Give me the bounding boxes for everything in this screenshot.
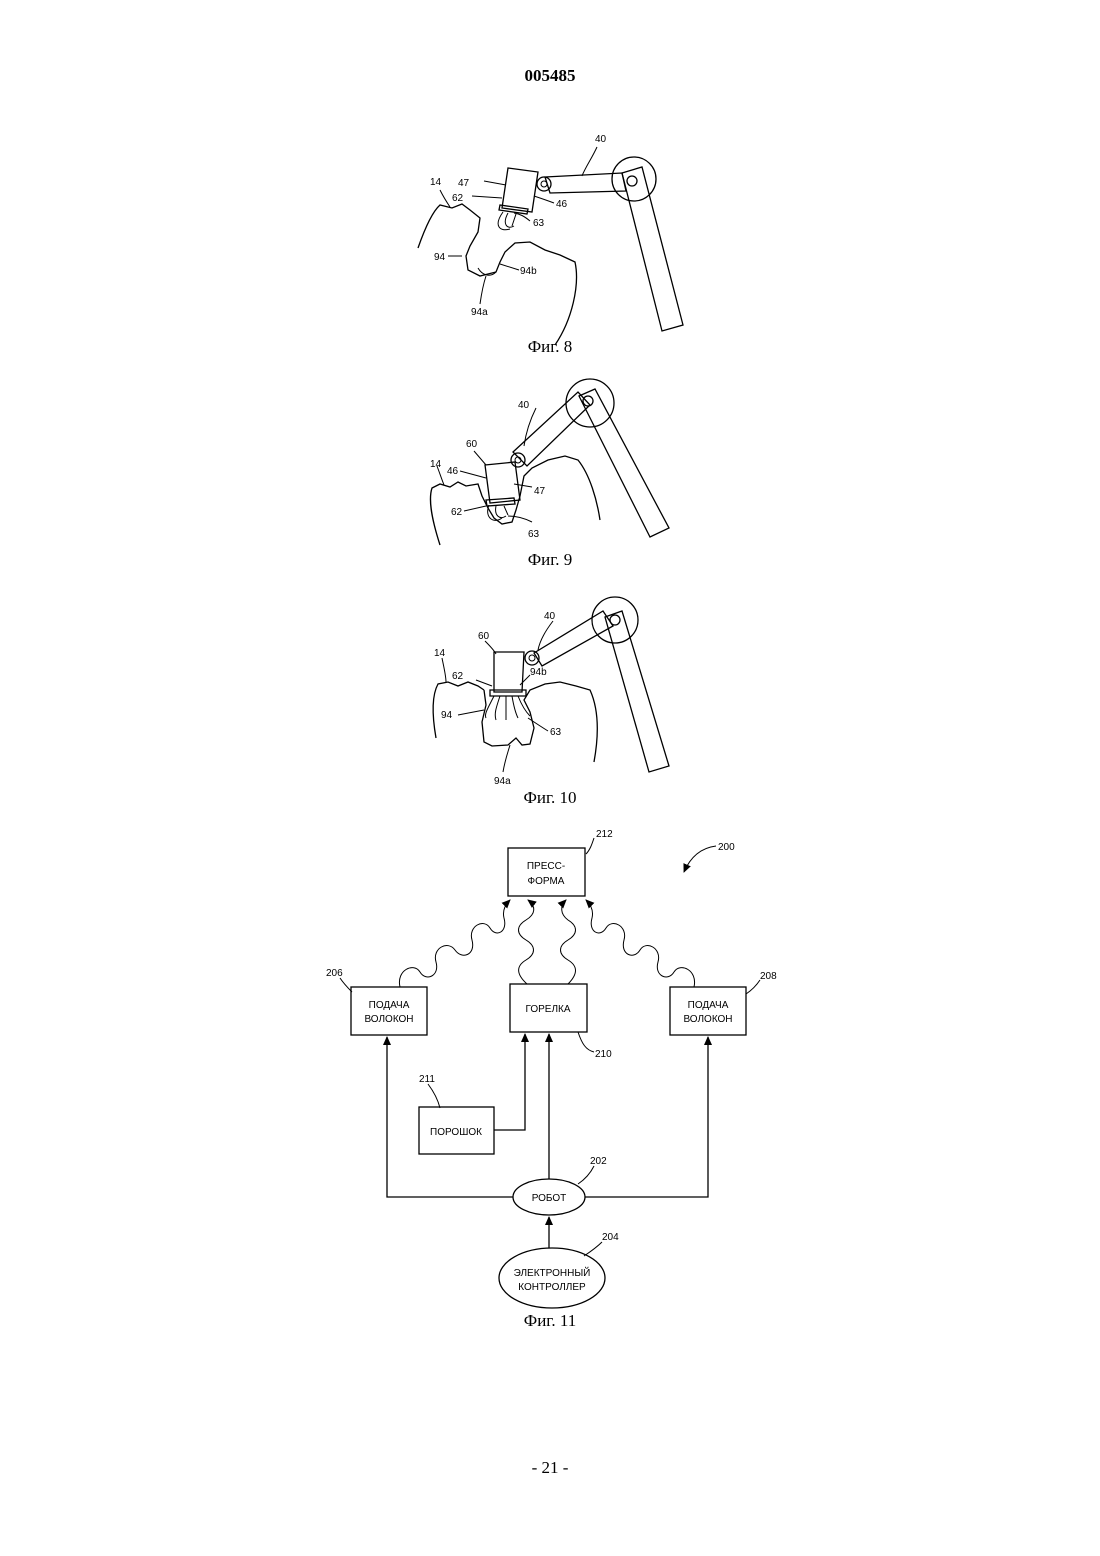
ref-206: 206 <box>326 968 343 979</box>
fig8-ref-63: 63 <box>533 218 545 229</box>
fig10-base-wheel <box>592 597 638 643</box>
figure-10-drawing: 40 60 14 62 94b 94 63 94a <box>433 597 669 787</box>
fig10-ref-62: 62 <box>452 671 464 682</box>
figure-8-caption: Фиг. 8 <box>0 337 1100 357</box>
fig9-ref-40: 40 <box>518 400 530 411</box>
powder-to-burner-arrow <box>494 1034 525 1130</box>
fig8-ref-47: 47 <box>458 178 470 189</box>
fiber-feed-left-line2: ВОЛОКОН <box>364 1014 413 1025</box>
fig9-base-wheel <box>566 379 614 427</box>
figure-11-block-diagram: 200 ПРЕСС- ФОРМА 212 ПОДАЧА ВОЛОКОН 206 … <box>326 829 777 1308</box>
figure-11-caption: Фиг. 11 <box>0 1311 1100 1331</box>
fig8-upper-arm <box>545 173 626 193</box>
burner-left-to-mold-wave <box>519 900 534 984</box>
fig9-base-pivot <box>583 396 593 406</box>
mold-label-line2: ФОРМА <box>528 876 565 887</box>
fig10-wrist-pivot <box>529 655 535 661</box>
fig9-ref-60: 60 <box>466 439 478 450</box>
fig9-lower-arm <box>579 389 669 537</box>
fig9-wrist-joint <box>511 453 525 467</box>
mold-label-line1: ПРЕСС- <box>527 861 565 872</box>
figure-9-caption: Фиг. 9 <box>0 550 1100 570</box>
figure-8-drawing: 40 47 14 62 46 63 94 94b 94a <box>418 134 683 345</box>
fig10-ref-63: 63 <box>550 727 562 738</box>
fig10-ref-14: 14 <box>434 648 446 659</box>
fiber-feed-right-box <box>670 987 746 1035</box>
ref-208: 208 <box>760 971 777 982</box>
fiber-right-to-mold-wave <box>586 900 695 987</box>
ref-211: 211 <box>419 1074 435 1085</box>
page-footer: - 21 - <box>0 1458 1100 1478</box>
fig10-cavity <box>482 682 597 762</box>
fig8-base-pivot <box>627 176 637 186</box>
fig10-tool-bristles <box>485 696 530 720</box>
fig8-ref-14: 14 <box>430 177 442 188</box>
fiber-left-to-mold-wave <box>399 900 510 987</box>
powder-label: ПОРОШОК <box>430 1127 482 1138</box>
figure-9-drawing: 40 60 14 46 47 62 63 <box>430 379 669 545</box>
fiber-feed-right-line1: ПОДАЧА <box>688 1000 729 1011</box>
fig8-wrist-pivot <box>541 181 547 187</box>
fig10-tool-plate <box>490 690 526 696</box>
fig10-tool-body <box>494 652 524 692</box>
ref-204: 204 <box>602 1232 619 1243</box>
fig10-ref-94b: 94b <box>530 667 547 678</box>
figure-10-caption: Фиг. 10 <box>0 788 1100 808</box>
controller-label-line1: ЭЛЕКТРОННЫЙ <box>514 1266 591 1279</box>
ref-200: 200 <box>718 842 735 853</box>
robot-label: РОБОТ <box>532 1193 567 1204</box>
fig9-ref-47: 47 <box>534 486 546 497</box>
fig9-tool-body <box>485 462 520 503</box>
fig8-ref-94b: 94b <box>520 266 537 277</box>
fiber-feed-left-line1: ПОДАЧА <box>369 1000 410 1011</box>
fig8-tool-bristles <box>498 212 516 230</box>
fig9-ref-63: 63 <box>528 529 540 540</box>
fig8-ref-94a: 94a <box>471 307 488 318</box>
fig10-lower-arm <box>605 611 669 772</box>
fig10-ref-60: 60 <box>478 631 490 642</box>
ref-202: 202 <box>590 1156 607 1167</box>
fig8-tool-body <box>502 168 538 212</box>
mold-box <box>508 848 585 896</box>
robot-to-fiber-right-arrow <box>585 1037 708 1197</box>
fig8-ref-46: 46 <box>556 199 568 210</box>
fig9-ref-46: 46 <box>447 466 459 477</box>
fig10-ref-94a: 94a <box>494 776 511 787</box>
fig8-ref-62: 62 <box>452 193 464 204</box>
fig8-ref-94: 94 <box>434 252 446 263</box>
burner-right-to-mold-wave <box>561 900 576 984</box>
fig10-ref-40: 40 <box>544 611 556 622</box>
ref-212: 212 <box>596 829 613 840</box>
fiber-feed-left-box <box>351 987 427 1035</box>
fig8-workpiece-left-contour <box>418 204 576 345</box>
burner-label: ГОРЕЛКА <box>525 1004 570 1015</box>
fig10-ref-94: 94 <box>441 710 453 721</box>
fiber-feed-right-line2: ВОЛОКОН <box>683 1014 732 1025</box>
fig9-ref-14: 14 <box>430 459 442 470</box>
ref-210: 210 <box>595 1049 612 1060</box>
controller-label-line2: КОНТРОЛЛЕР <box>518 1282 586 1293</box>
fig8-ref-40: 40 <box>595 134 607 145</box>
fig9-ref-62: 62 <box>451 507 463 518</box>
fig8-wrist-joint <box>537 177 551 191</box>
